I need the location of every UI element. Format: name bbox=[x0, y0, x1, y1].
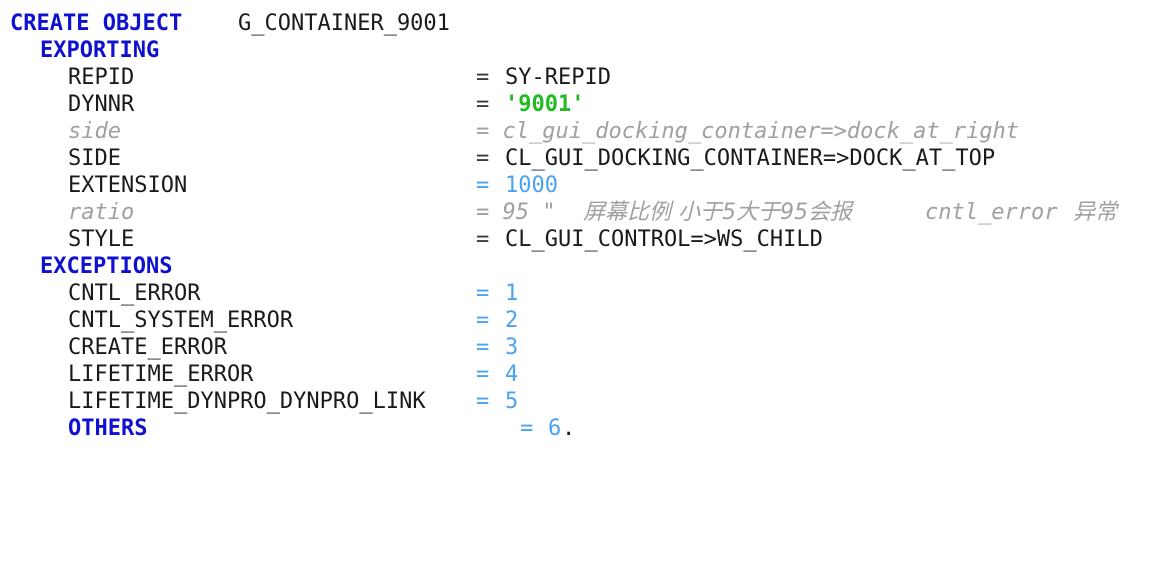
operator: = bbox=[520, 416, 534, 441]
operator: = bbox=[476, 281, 490, 306]
comment-text: 屏幕比例 小于5大于95会报 bbox=[583, 200, 852, 225]
code-line: OTHERS = 6 . bbox=[0, 415, 575, 443]
comment-text: 异常 bbox=[1073, 200, 1118, 225]
operator: = bbox=[476, 362, 490, 387]
keyword: EXPORTING bbox=[40, 38, 160, 63]
number-literal: 4 bbox=[505, 362, 519, 387]
code-line: EXTENSION = 1000 bbox=[0, 172, 558, 200]
exception-name: CNTL_SYSTEM_ERROR bbox=[68, 308, 294, 333]
parameter-value: SY-REPID bbox=[505, 65, 611, 90]
code-line: LIFETIME_DYNPRO_DYNPRO_LINK = 5 bbox=[0, 388, 518, 416]
comment-value: = cl_gui_docking_container=>dock_at_righ… bbox=[476, 119, 1020, 144]
comment-value: = 95 " bbox=[476, 200, 556, 225]
comment-param: ratio bbox=[68, 200, 135, 225]
code-line: CREATE OBJECT G_CONTAINER_9001 bbox=[0, 10, 450, 38]
operator: = bbox=[476, 308, 490, 333]
code-line: EXPORTING bbox=[0, 37, 159, 65]
code-line: CREATE_ERROR = 3 bbox=[0, 334, 518, 362]
parameter-name: SIDE bbox=[68, 146, 121, 171]
operator: = bbox=[476, 146, 490, 171]
operator: = bbox=[476, 335, 490, 360]
number-literal: 2 bbox=[505, 308, 519, 333]
code-line: CNTL_ERROR = 1 bbox=[0, 280, 518, 308]
parameter-name: EXTENSION bbox=[68, 173, 188, 198]
code-line: EXCEPTIONS bbox=[0, 253, 172, 281]
operator: = bbox=[476, 173, 490, 198]
exception-name: LIFETIME_DYNPRO_DYNPRO_LINK bbox=[68, 389, 426, 414]
exception-name: CNTL_ERROR bbox=[68, 281, 201, 306]
number-literal: 1000 bbox=[505, 173, 558, 198]
period: . bbox=[562, 416, 576, 441]
comment-param: side bbox=[68, 119, 121, 144]
number-literal: 6 bbox=[548, 416, 562, 441]
code-line: STYLE = CL_GUI_CONTROL=>WS_CHILD bbox=[0, 226, 823, 254]
comment-text: cntl_error bbox=[925, 200, 1058, 225]
code-line: REPID = SY-REPID bbox=[0, 64, 611, 92]
parameter-name: DYNNR bbox=[68, 92, 135, 117]
code-line: LIFETIME_ERROR = 4 bbox=[0, 361, 518, 389]
exception-name: CREATE_ERROR bbox=[68, 335, 227, 360]
operator: = bbox=[476, 65, 490, 90]
operator: = bbox=[476, 389, 490, 414]
number-literal: 1 bbox=[505, 281, 519, 306]
parameter-value: CL_GUI_CONTROL=>WS_CHILD bbox=[505, 227, 823, 252]
operator: = bbox=[476, 92, 490, 117]
operator: = bbox=[476, 227, 490, 252]
keyword: CREATE OBJECT bbox=[10, 11, 183, 36]
code-line: CNTL_SYSTEM_ERROR = 2 bbox=[0, 307, 518, 335]
keyword: OTHERS bbox=[68, 416, 148, 441]
code-editor[interactable]: CREATE OBJECT G_CONTAINER_9001 EXPORTING… bbox=[0, 0, 1163, 455]
parameter-name: STYLE bbox=[68, 227, 135, 252]
comment-line: ratio = 95 " 屏幕比例 小于5大于95会报 cntl_error 异… bbox=[0, 199, 1117, 227]
parameter-name: REPID bbox=[68, 65, 135, 90]
code-line: DYNNR = '9001' bbox=[0, 91, 584, 119]
number-literal: 3 bbox=[505, 335, 519, 360]
code-line: SIDE = CL_GUI_DOCKING_CONTAINER=>DOCK_AT… bbox=[0, 145, 995, 173]
comment-line: side = cl_gui_docking_container=>dock_at… bbox=[0, 118, 1019, 146]
parameter-value: CL_GUI_DOCKING_CONTAINER=>DOCK_AT_TOP bbox=[505, 146, 996, 171]
string-literal: '9001' bbox=[505, 92, 585, 117]
identifier: G_CONTAINER_9001 bbox=[238, 11, 450, 36]
exception-name: LIFETIME_ERROR bbox=[68, 362, 254, 387]
keyword: EXCEPTIONS bbox=[40, 254, 173, 279]
number-literal: 5 bbox=[505, 389, 519, 414]
